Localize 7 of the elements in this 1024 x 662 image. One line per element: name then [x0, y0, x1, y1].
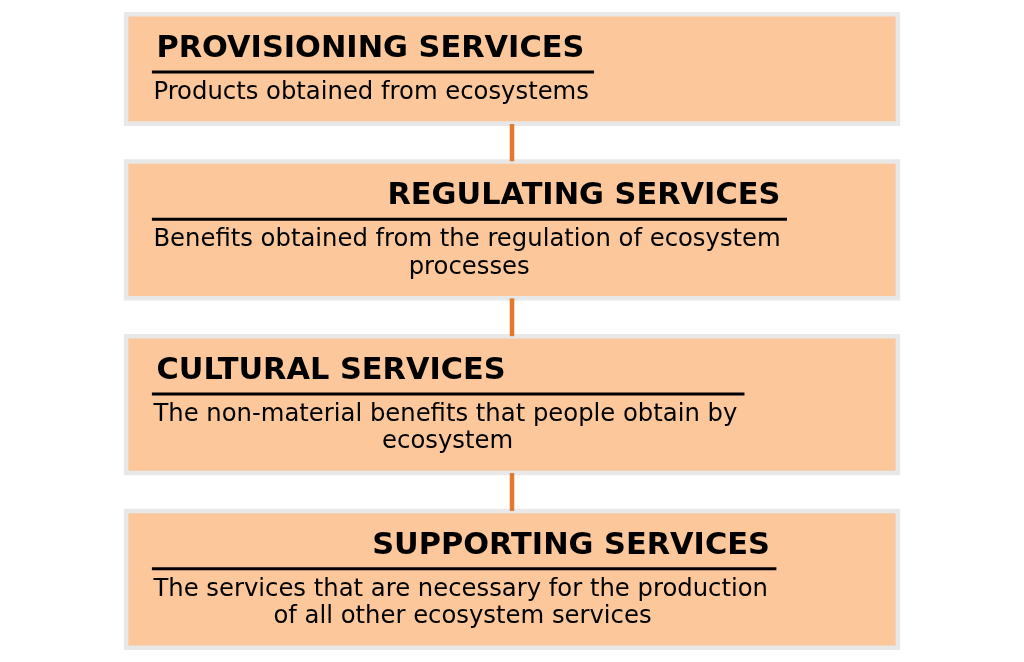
connector — [509, 298, 515, 337]
connector — [509, 473, 515, 511]
node-box: PROVISIONING SERVICES Products obtained from ecosystems — [123, 11, 901, 126]
node-box: SUPPORTING SERVICES The services that are necessary for the production of all other ecosystem services — [123, 508, 901, 651]
node-box: CULTURAL SERVICES The non-material benefits that people obtain by ecosystem — [123, 334, 901, 476]
connector — [509, 123, 515, 162]
node-box: REGULATING SERVICES Benefits obtained from the regulation of ecosystem processes — [123, 159, 901, 301]
